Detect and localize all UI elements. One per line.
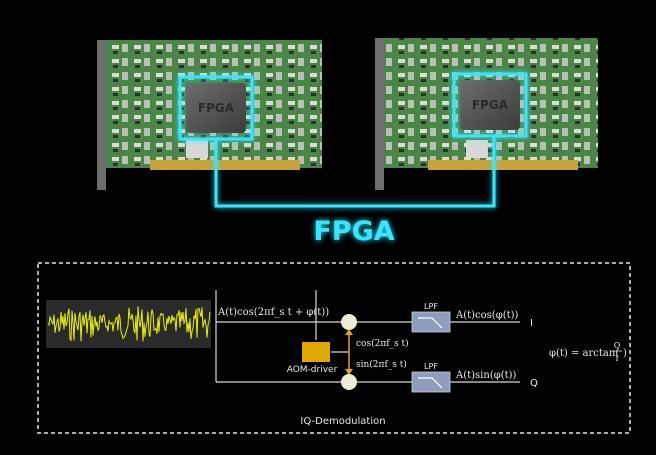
board-right-gold-fingers xyxy=(428,160,578,170)
phase-formula-denominator: I xyxy=(615,354,618,363)
iq-caption: IQ-Demodulation xyxy=(300,416,385,427)
cos-ref-label: cos(2πf_s t) xyxy=(356,338,409,349)
aom-driver-box xyxy=(302,342,330,362)
fpga-link-line xyxy=(214,136,496,208)
iq-panel-border xyxy=(37,262,631,434)
output-i-label: I xyxy=(530,318,533,329)
mixer-q xyxy=(341,374,357,390)
output-q-expression: A(t)sin(φ(t)) xyxy=(455,370,517,381)
chip-right-label: FPGA xyxy=(472,98,509,112)
phase-formula-numerator: Q xyxy=(614,341,621,350)
board-right-connector xyxy=(466,140,488,158)
output-q-label: Q xyxy=(530,378,538,389)
input-signal-waveform xyxy=(47,306,211,342)
cos-ref-arrowhead xyxy=(345,329,353,335)
lpf-i: LPF xyxy=(411,302,451,333)
phase-formula-lhs: φ(t) = arctan( xyxy=(549,348,619,359)
board-left-bracket xyxy=(97,40,106,190)
fpga-board-left: FPGA xyxy=(97,40,322,190)
lpf-q-label: LPF xyxy=(424,362,438,371)
lpf-q: LPF xyxy=(411,362,451,393)
fpga-chip-right xyxy=(460,80,520,130)
input-signal-label: A(t)cos(2πf_s t + φ(t)) xyxy=(217,307,329,318)
sin-ref-label: sin(2πf_s t) xyxy=(356,359,407,370)
phase-formula: φ(t) = arctan( Q I ) xyxy=(549,341,627,363)
board-left-connector xyxy=(186,140,208,158)
board-left-gold-fingers xyxy=(150,160,300,170)
phase-formula-close-paren: ) xyxy=(623,348,627,359)
fpga-chip-left xyxy=(186,83,246,133)
aom-driver-label: AOM-driver xyxy=(287,365,338,375)
fpga-title: FPGA xyxy=(313,216,394,247)
sin-ref-arrowhead xyxy=(345,369,353,375)
output-i-expression: A(t)cos(φ(t)) xyxy=(455,310,519,321)
chip-left-label: FPGA xyxy=(198,101,235,115)
mixer-i xyxy=(341,314,357,330)
fpga-board-right: FPGA xyxy=(375,38,598,190)
lpf-i-label: LPF xyxy=(424,302,438,311)
chip-right-highlight xyxy=(452,72,528,138)
board-right-bracket xyxy=(375,38,384,190)
